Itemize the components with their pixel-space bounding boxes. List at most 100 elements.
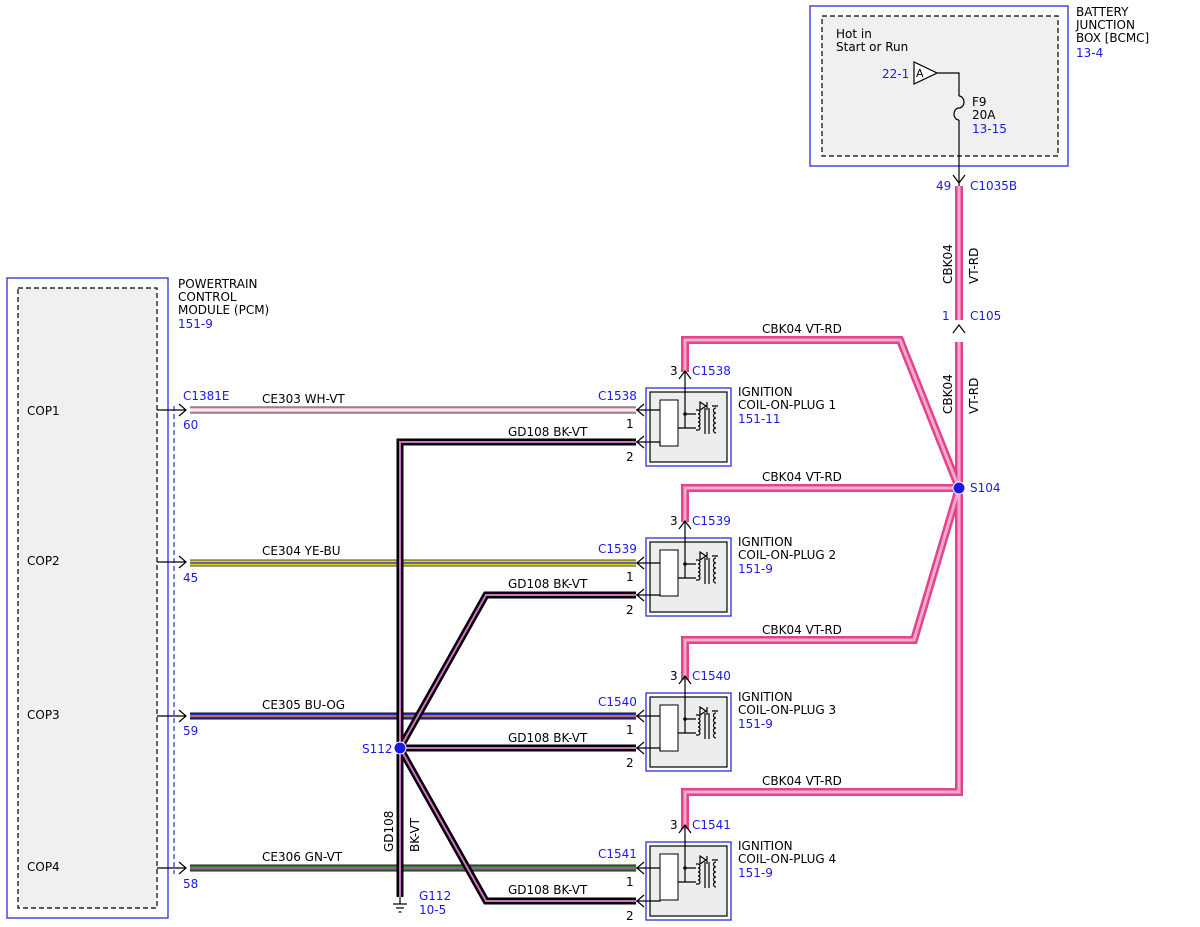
power-wire-label-coil3: CBK04 VT-RD	[762, 623, 842, 637]
bjb-name-line1: BATTERY	[1076, 5, 1129, 19]
bjb-name-line2: JUNCTION	[1075, 18, 1135, 32]
coil-signal-pin-arrow-icon	[636, 556, 660, 570]
ground-label-coil3: GD108 BK-VT	[508, 731, 588, 745]
coil-name-line1: IGNITION	[738, 535, 793, 549]
bjb-feed-wire	[937, 72, 960, 96]
ground-label-coil4: GD108 BK-VT	[508, 883, 588, 897]
coil-pin-1: 1	[626, 875, 634, 889]
connector-c1381e-name: C1381E	[183, 389, 230, 403]
coil-internal-wire	[678, 404, 696, 429]
connector-c105-name: C105	[970, 309, 1001, 323]
connector-c1035b-pin: 49	[936, 179, 951, 193]
coil-ground-pin-arrow-icon	[636, 894, 661, 908]
ground-wire-circuit-label-vertical: GD108	[382, 811, 396, 852]
coil-internal-wire	[678, 709, 696, 734]
pcm-name-line2: CONTROL	[178, 290, 237, 304]
coil-driver-icon	[659, 549, 679, 597]
coil-core-icon	[704, 408, 710, 434]
coil-secondary-winding-icon	[712, 712, 717, 739]
coil-name-line2: COIL-ON-PLUG 3	[738, 703, 836, 717]
power-wire-color-label-upper: VT-RD	[967, 248, 981, 284]
coil-pin-2: 2	[626, 756, 634, 770]
bjb-outline	[809, 5, 1069, 167]
coil-primary-winding-icon	[685, 863, 701, 885]
power-wire-label-coil1: CBK04 VT-RD	[762, 322, 842, 336]
coil-internal-wire	[678, 858, 696, 883]
coil-signal-pin-arrow-icon	[636, 861, 660, 875]
coil-ref: 151-11	[738, 412, 781, 426]
coil-pin-2: 2	[626, 909, 634, 923]
coil-name-line1: IGNITION	[738, 839, 793, 853]
coil-ref: 151-9	[738, 866, 773, 880]
connector-c1381e-pin-58: 58	[183, 877, 198, 891]
fuse-ref: 13-15	[972, 122, 1007, 136]
coil-power-pin: 3	[670, 669, 678, 683]
bjb-hot-line2: Start or Run	[836, 40, 908, 54]
coil-primary-winding-icon	[685, 409, 701, 431]
coil-connector-name: C1539	[598, 542, 637, 556]
coil-core-icon	[704, 558, 710, 584]
coil-connector-name: C1540	[598, 695, 637, 709]
coil-diode-icon	[699, 550, 718, 562]
splice-s104-dot	[952, 481, 966, 495]
coil-name-line2: COIL-ON-PLUG 2	[738, 548, 836, 562]
pcm-pin-cop1: COP1	[27, 404, 60, 418]
coil-ref: 151-9	[738, 717, 773, 731]
signal-label-ce303: CE303 WH-VT	[262, 392, 345, 406]
connector-c1381e-pin-60: 60	[183, 418, 198, 432]
pcm-inner	[17, 287, 158, 909]
coil-power-pin-arrow-icon	[678, 824, 692, 858]
coil-primary-winding-icon	[685, 714, 701, 736]
coil-name-line2: COIL-ON-PLUG 4	[738, 852, 836, 866]
pcm-name-line1: POWERTRAIN	[178, 277, 258, 291]
signal-label-ce306: CE306 GN-VT	[262, 850, 343, 864]
pcm-outline	[6, 277, 169, 919]
coil-core-icon	[704, 862, 710, 888]
power-wire-color-label-lower: VT-RD	[967, 378, 981, 414]
coil-pin-2: 2	[626, 450, 634, 464]
signal-label-ce305: CE305 BU-OG	[262, 698, 345, 712]
coil-power-pin-arrow-icon	[678, 520, 692, 554]
bjb-tag-ref: 22-1	[882, 67, 909, 81]
pcm-pin-cop4: COP4	[27, 860, 60, 874]
connector-c1381e-pin-45: 45	[183, 571, 198, 585]
pcm-name-line3: MODULE (PCM)	[178, 303, 269, 317]
coil-power-pin: 3	[670, 514, 678, 528]
coil-power-connector-name: C1540	[692, 669, 731, 683]
bjb-hot-line1: Hot in	[836, 27, 872, 41]
fuse-name: F9	[972, 95, 987, 109]
coil-power-connector-name: C1538	[692, 364, 731, 378]
ground-g112-ref: 10-5	[419, 903, 446, 917]
connector-c105-chevron-icon	[952, 324, 966, 334]
pcm-ref: 151-9	[178, 317, 213, 331]
coil-driver-icon	[659, 853, 679, 901]
pcm-pin-cop3: COP3	[27, 708, 60, 722]
connector-c105-pin: 1	[942, 309, 950, 323]
coil-driver-icon	[659, 704, 679, 752]
coil-pin-1: 1	[626, 417, 634, 431]
coil-secondary-winding-icon	[712, 557, 717, 584]
coil-diode-icon	[699, 705, 718, 717]
coil-name-line2: COIL-ON-PLUG 1	[738, 398, 836, 412]
coil-internal-wire	[678, 554, 696, 579]
coil-signal-pin-arrow-icon	[636, 403, 660, 417]
bjb-ref: 13-4	[1076, 46, 1103, 60]
ground-wire-color-label-vertical: BK-VT	[408, 817, 422, 852]
fuse-rating: 20A	[972, 108, 996, 122]
buffer-triangle-icon	[913, 61, 939, 85]
splice-s112-label: S112	[362, 742, 393, 756]
coil-pin-2: 2	[626, 603, 634, 617]
coil-ground-pin-arrow-icon	[636, 435, 661, 449]
coil-connector-name: C1541	[598, 847, 637, 861]
coil-pin-1: 1	[626, 723, 634, 737]
powertrain-control-module: POWERTRAIN CONTROL MODULE (PCM) 151-9 CO…	[6, 277, 269, 919]
coil-pin-1: 1	[626, 570, 634, 584]
coil-driver-icon	[659, 399, 679, 447]
fuse-icon	[953, 95, 965, 121]
